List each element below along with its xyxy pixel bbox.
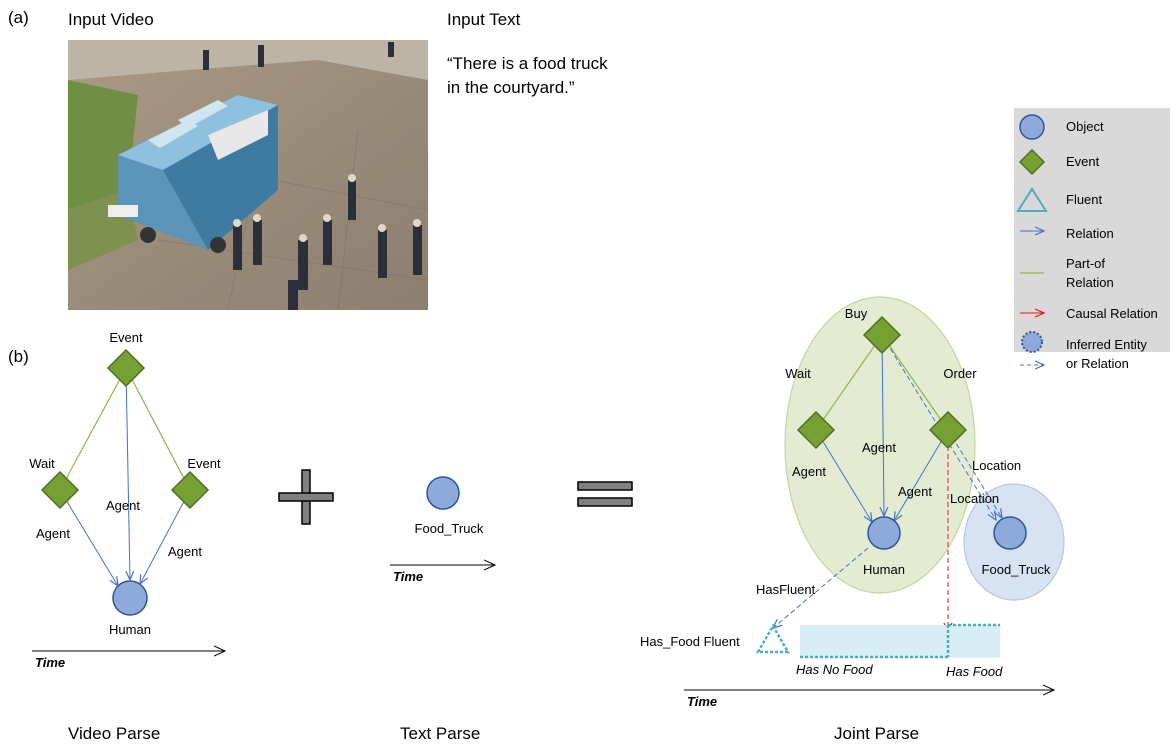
relation-edge xyxy=(59,489,118,586)
object-node-food-truck xyxy=(993,516,1027,550)
video-parse: Event Wait Event Human Agent Agent Agent… xyxy=(29,330,225,670)
input-video-frame xyxy=(68,40,428,310)
legend-label-relation: Relation xyxy=(1066,226,1114,241)
node-label-food-truck: Food_Truck xyxy=(415,521,484,536)
input-video-title: Input Video xyxy=(68,10,154,29)
plus-icon xyxy=(278,469,334,525)
panel-label-b: (b) xyxy=(8,347,29,366)
legend-label-causal: Causal Relation xyxy=(1066,306,1158,321)
fluent-state-label-no: Has No Food xyxy=(796,662,873,677)
inferred-relation-edge xyxy=(947,429,1002,518)
node-label-wait: Wait xyxy=(29,456,55,471)
edge-label-agent: Agent xyxy=(898,484,932,499)
event-node xyxy=(106,348,146,388)
joint-parse: Buy Wait Order Human Food_Truck Agent Ag… xyxy=(640,296,1065,709)
legend-label-fluent: Fluent xyxy=(1066,192,1103,207)
time-label: Time xyxy=(393,569,423,584)
legend-event-icon xyxy=(1018,148,1046,176)
event-node xyxy=(170,470,210,510)
legend-label-partof-2: Relation xyxy=(1066,275,1114,290)
fluent-node xyxy=(755,623,791,654)
relation-edge xyxy=(140,489,191,584)
fluent-label: Has_Food Fluent xyxy=(640,634,740,649)
event-node-wait xyxy=(796,410,836,450)
edge-label-agent: Agent xyxy=(792,464,826,479)
edge-label-agent: Agent xyxy=(106,498,140,513)
relation-edge xyxy=(815,429,872,522)
event-group-ellipse xyxy=(784,296,976,594)
node-label-event: Event xyxy=(109,330,143,345)
edge-label-agent: Agent xyxy=(862,440,896,455)
relation-edge xyxy=(894,429,949,521)
relation-edge xyxy=(126,367,130,580)
legend-fluent-icon xyxy=(1016,187,1048,212)
input-text-quote: “There is a food truck in the courtyard.… xyxy=(447,54,608,97)
node-label-buy: Buy xyxy=(845,306,868,321)
input-text-title: Input Text xyxy=(447,10,521,29)
equals-icon xyxy=(577,481,633,507)
caption-video-parse: Video Parse xyxy=(68,724,161,743)
legend-label-object: Object xyxy=(1066,119,1104,134)
node-label-human: Human xyxy=(863,562,905,577)
object-node-human xyxy=(867,516,901,550)
edge-label-agent: Agent xyxy=(168,544,202,559)
time-label: Time xyxy=(687,694,717,709)
node-label-event: Event xyxy=(187,456,221,471)
object-node-food-truck xyxy=(426,476,460,510)
legend-label-event: Event xyxy=(1066,154,1100,169)
legend-label-inferred-2: or Relation xyxy=(1066,356,1129,371)
relation-edge xyxy=(882,334,884,516)
event-node-order xyxy=(928,410,968,450)
caption-joint-parse: Joint Parse xyxy=(834,724,920,743)
legend-label-inferred-1: Inferred Entity xyxy=(1066,337,1147,352)
event-node-wait xyxy=(40,470,80,510)
inferred-relation-edge xyxy=(773,547,869,628)
node-label-food-truck: Food_Truck xyxy=(982,562,1051,577)
edge-label-agent: Agent xyxy=(36,526,70,541)
fluent-timeline xyxy=(800,625,1000,658)
edge-label-location: Location xyxy=(972,458,1021,473)
legend: Object Event Fluent Relation Part-of Rel… xyxy=(1014,108,1170,371)
object-node-human xyxy=(112,580,148,616)
partof-edge xyxy=(881,334,949,431)
text-parse: Food_Truck Time xyxy=(390,476,495,584)
legend-object-icon xyxy=(1019,114,1045,140)
node-label-human: Human xyxy=(109,622,151,637)
edge-label-location: Location xyxy=(950,491,999,506)
node-label-wait: Wait xyxy=(785,366,811,381)
legend-inferred-entity-icon xyxy=(1021,331,1043,353)
fluent-state-label-yes: Has Food xyxy=(946,664,1003,679)
panel-label-a: (a) xyxy=(8,8,29,27)
node-label-order: Order xyxy=(943,366,977,381)
partof-edge xyxy=(59,367,127,491)
legend-label-partof-1: Part-of xyxy=(1066,256,1105,271)
edge-label-hasfluent: HasFluent xyxy=(756,582,816,597)
partof-edge xyxy=(815,334,883,431)
caption-text-parse: Text Parse xyxy=(400,724,481,743)
partof-edge xyxy=(125,367,191,491)
event-node-buy xyxy=(862,315,902,355)
time-label: Time xyxy=(35,655,65,670)
